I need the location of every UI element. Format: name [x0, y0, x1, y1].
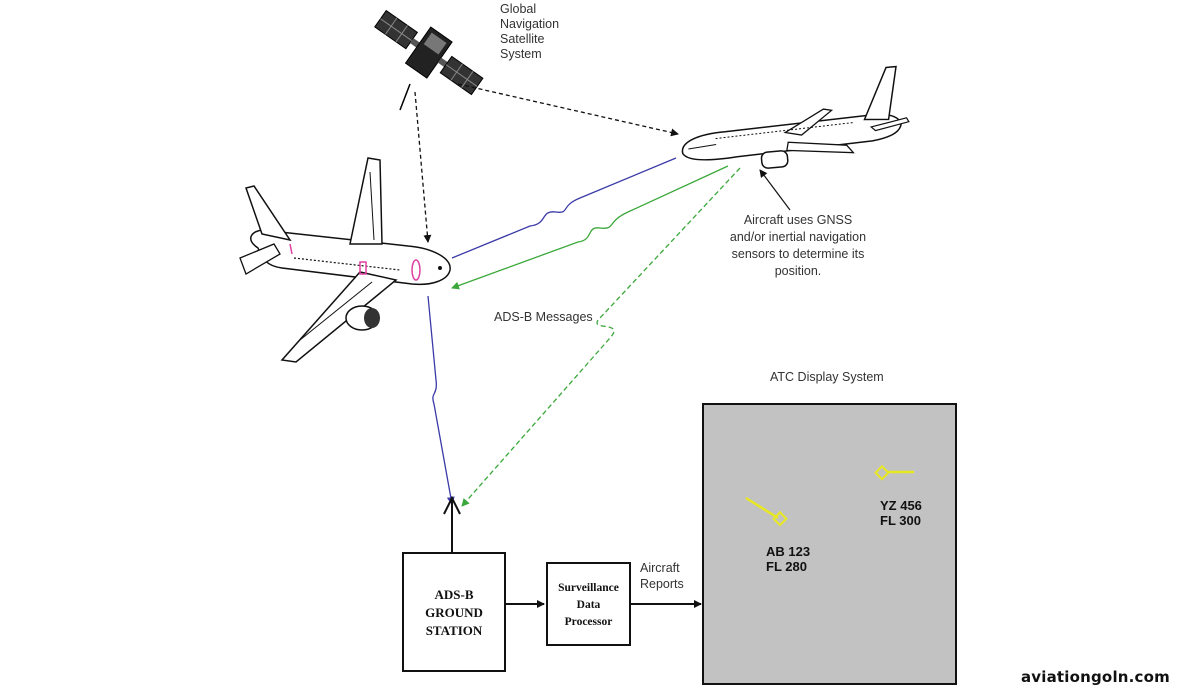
processor-label-line: Data	[576, 599, 601, 611]
aircraft-note-line: and/or inertial navigation	[729, 230, 867, 244]
aircraft-reports-line: Aircraft	[640, 561, 680, 575]
processor-label-line: Surveillance	[558, 582, 619, 594]
aircraft-note-arrow	[759, 169, 791, 211]
ground-station-label: ADS-B GROUND STATION	[403, 586, 505, 640]
adsb-link-blue-air-to-ground	[427, 295, 455, 505]
aircraft-reports-label: Aircraft Reports	[640, 560, 684, 592]
processor-label-line: Processor	[564, 616, 613, 628]
ground-station-label-line: ADS-B	[434, 587, 474, 602]
adsb-messages-label: ADS-B Messages	[494, 310, 593, 324]
satellite-icon	[374, 9, 484, 111]
aircraft-note: Aircraft uses GNSS and/or inertial navig…	[718, 212, 878, 280]
adsb-link-green-air-to-air	[451, 165, 729, 290]
aircraft-note-line: Aircraft uses GNSS	[743, 213, 853, 227]
aircraft-left-icon	[239, 157, 451, 363]
target-yz456-symbol	[874, 464, 914, 481]
target-ab123-callsign: AB 123	[766, 544, 811, 559]
aircraft-note-line: sensors to determine its	[731, 247, 865, 261]
watermark: aviationgoln.com	[1020, 668, 1170, 686]
aircraft-reports-line: Reports	[640, 577, 684, 591]
adsb-link-blue-air-to-air	[451, 157, 677, 259]
ground-station-label-line: GROUND	[425, 605, 483, 620]
gnss-label-line: Navigation	[500, 17, 560, 31]
aircraft-right-icon	[681, 65, 910, 169]
target-ab123-level: FL 280	[766, 559, 807, 574]
gnss-signal-to-left-aircraft	[414, 91, 432, 243]
target-yz456-callsign: YZ 456	[880, 498, 922, 513]
gnss-label-line: System	[500, 47, 542, 61]
gnss-label: Global Navigation Satellite System	[500, 2, 559, 62]
target-yz456-label: YZ 456 FL 300	[880, 498, 922, 528]
target-ab123-symbol	[745, 496, 788, 527]
gnss-label-line: Global	[500, 2, 537, 16]
adsb-link-green-air-to-ground	[461, 167, 741, 507]
target-ab123-label: AB 123 FL 280	[766, 544, 810, 574]
target-yz456-level: FL 300	[880, 513, 921, 528]
ground-station-label-line: STATION	[425, 623, 483, 638]
gnss-label-line: Satellite	[500, 32, 545, 46]
ground-station-box	[402, 552, 506, 672]
processor-label: Surveillance Data Processor	[547, 580, 630, 631]
antenna-icon	[443, 495, 461, 553]
gnss-signal-to-right-aircraft	[457, 83, 679, 137]
atc-display-title: ATC Display System	[770, 370, 884, 384]
aircraft-note-line: position.	[774, 264, 822, 278]
atc-display-screen	[702, 403, 957, 685]
